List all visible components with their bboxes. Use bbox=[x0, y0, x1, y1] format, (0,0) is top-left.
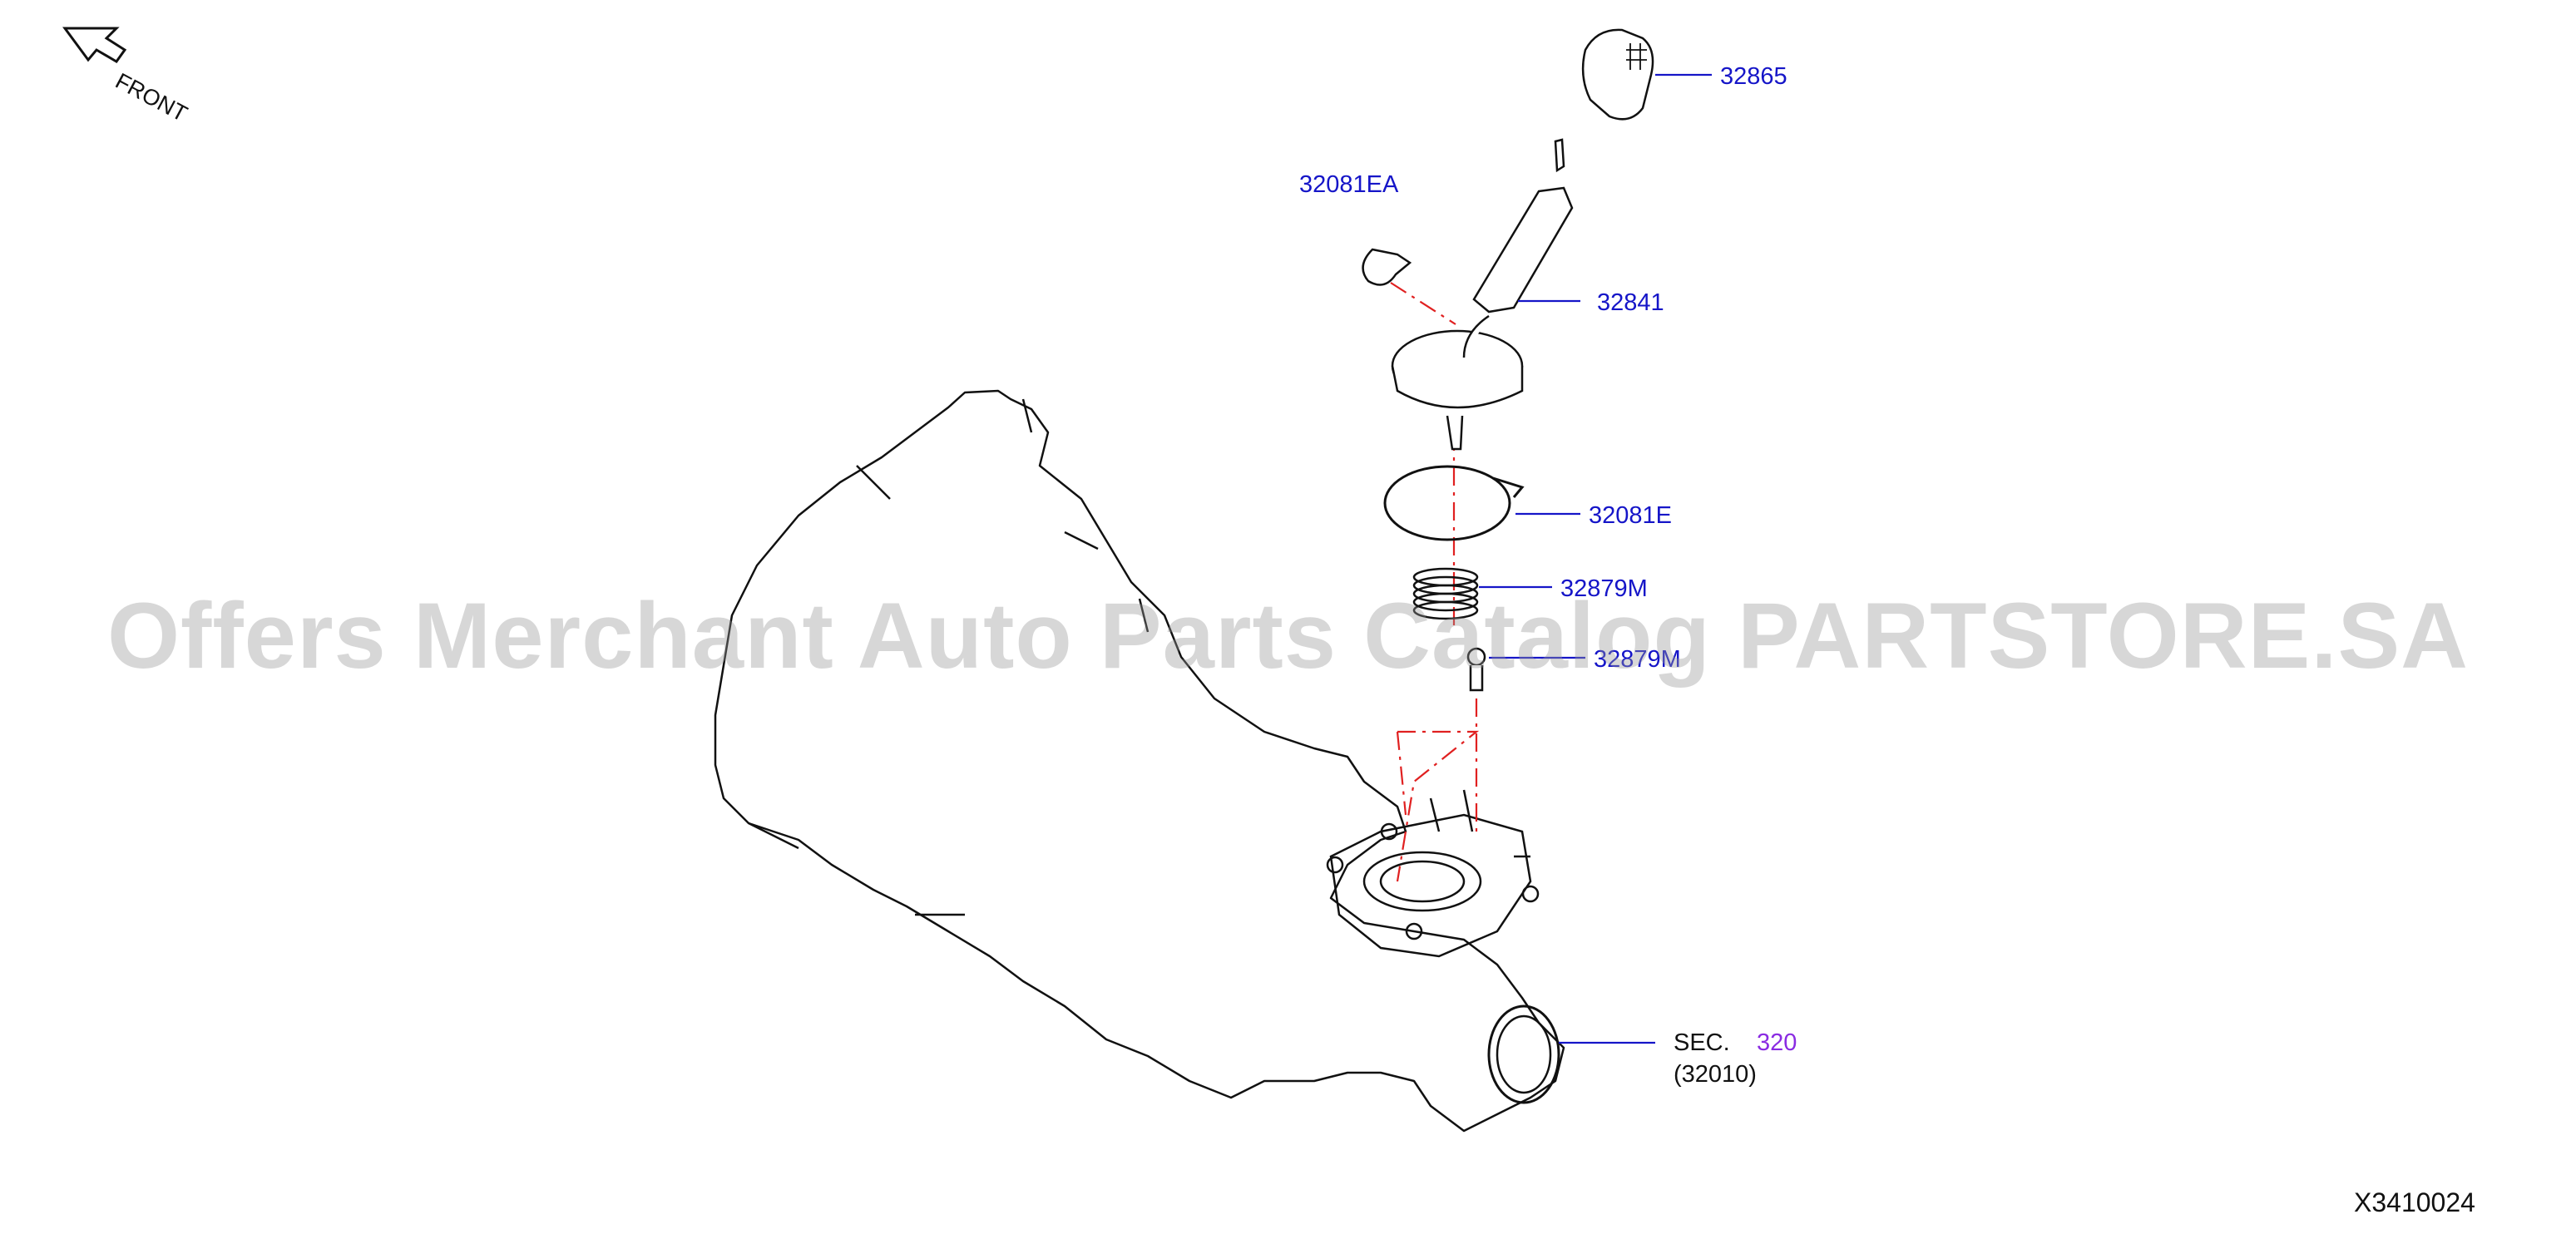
section-number-link[interactable]: 320 bbox=[1757, 1029, 1797, 1056]
part-number-boot[interactable]: 32841 bbox=[1597, 289, 1664, 316]
part-number-spring[interactable]: 32879M bbox=[1560, 575, 1648, 602]
section-subref: (32010) bbox=[1674, 1061, 1757, 1088]
assembly-leader-lines bbox=[1390, 282, 1480, 882]
pin-part bbox=[1466, 647, 1486, 692]
spring-coil bbox=[1412, 567, 1479, 620]
shift-lever-boot bbox=[1391, 138, 1574, 451]
section-prefix: SEC. bbox=[1674, 1029, 1730, 1056]
part-number-band[interactable]: 32081E bbox=[1589, 502, 1672, 529]
shift-knob bbox=[1581, 28, 1654, 121]
shifter-base bbox=[1326, 789, 1560, 1104]
part-number-knob[interactable]: 32865 bbox=[1720, 63, 1787, 90]
part-number-clip[interactable]: 32081EA bbox=[1299, 171, 1399, 198]
diagram-code: X3410024 bbox=[2354, 1187, 2475, 1217]
front-arrow-icon bbox=[62, 27, 127, 63]
clip-part bbox=[1362, 248, 1412, 286]
callout-lines bbox=[1479, 73, 1712, 1044]
watermark-text: Offers Merchant Auto Parts Catalog PARTS… bbox=[106, 584, 2470, 688]
transmission-case bbox=[714, 389, 1565, 1133]
part-number-pin[interactable]: 32879M bbox=[1594, 646, 1681, 673]
band-ring bbox=[1383, 465, 1525, 541]
